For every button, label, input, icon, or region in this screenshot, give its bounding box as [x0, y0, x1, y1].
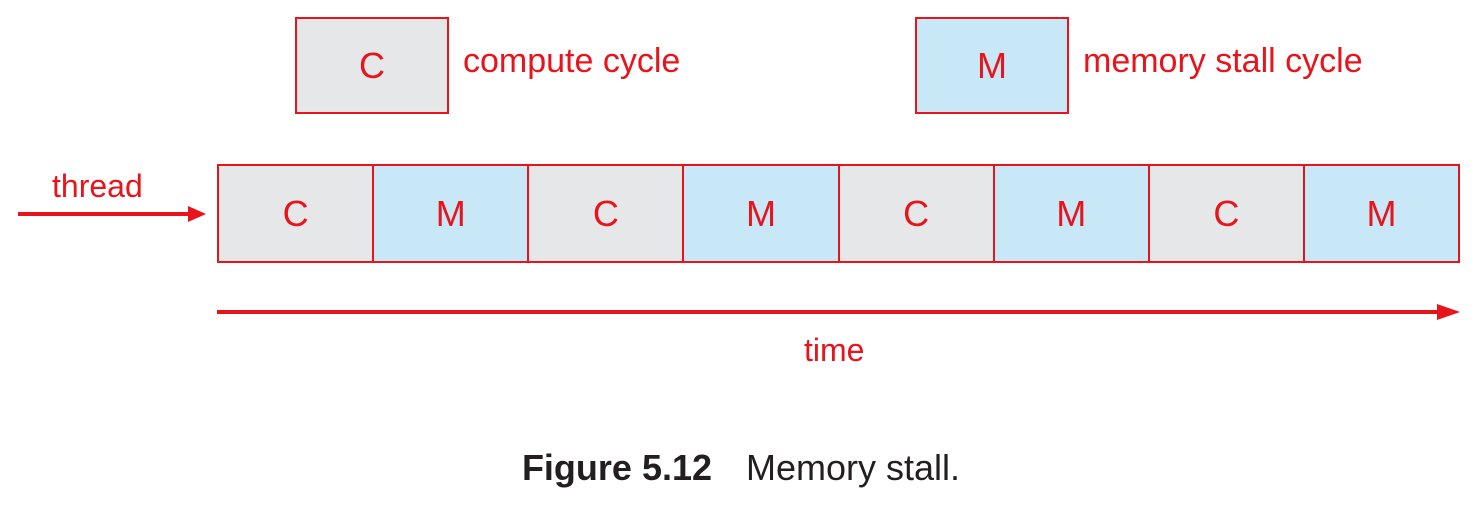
figure-caption: Figure 5.12 Memory stall.	[0, 450, 1482, 486]
compute-cycle-cell: C	[219, 166, 375, 261]
thread-label: thread	[52, 168, 143, 204]
thread-arrow-icon	[18, 206, 206, 222]
memory-stall-cell: M	[684, 166, 840, 261]
legend-compute-label: compute cycle	[463, 42, 681, 80]
compute-cycle-cell: C	[529, 166, 685, 261]
legend-compute-box: C	[295, 17, 449, 114]
compute-cycle-cell: C	[839, 166, 995, 261]
legend-compute-symbol: C	[359, 44, 385, 86]
compute-cycle-cell: C	[1149, 166, 1305, 261]
time-label: time	[804, 332, 865, 368]
time-arrow-icon	[217, 304, 1460, 320]
legend-memory-label: memory stall cycle	[1083, 42, 1363, 80]
legend-memory-symbol: M	[977, 44, 1007, 86]
memory-stall-cell: M	[994, 166, 1150, 261]
memory-stall-cell: M	[374, 166, 530, 261]
caption-text: Memory stall.	[746, 447, 961, 488]
legend-memory-box: M	[915, 17, 1069, 114]
memory-stall-cell: M	[1304, 166, 1458, 261]
caption-number: Figure 5.12	[521, 447, 713, 488]
